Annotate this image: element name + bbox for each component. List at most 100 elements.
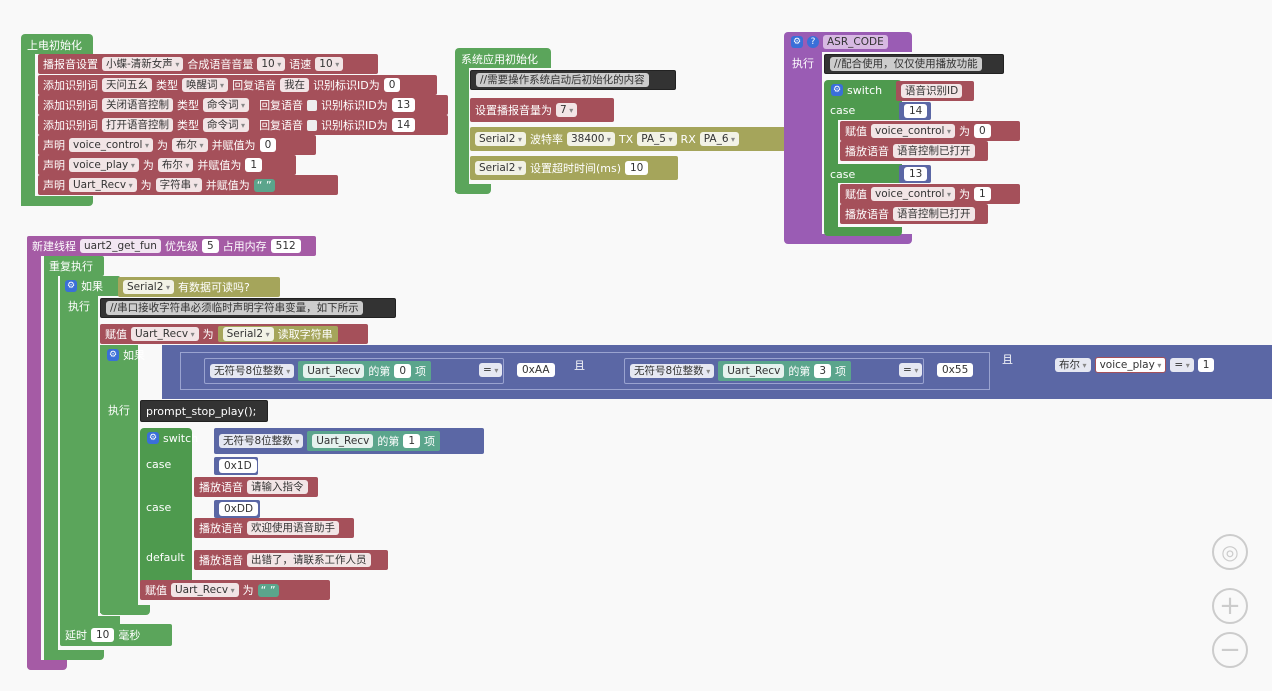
asr-assign-row-1[interactable]: 赋值 voice_control 为 0	[840, 121, 1020, 141]
id-field[interactable]: 14	[391, 118, 416, 132]
init-block-body	[21, 50, 35, 206]
voice-select[interactable]: 小蝶-清新女声	[102, 57, 184, 71]
play-row-default[interactable]: 播放语音 出错了，请联系工作人员	[194, 550, 388, 570]
serial-timeout-row[interactable]: Serial2 设置超时时间(ms) 10	[470, 156, 678, 180]
minus-icon[interactable]: −	[1212, 632, 1248, 668]
init-title: 上电初始化	[27, 39, 82, 52]
repeat-header: 重复执行	[44, 256, 104, 276]
init-block-foot	[21, 196, 93, 206]
type-select[interactable]: 命令词	[203, 118, 250, 132]
volume-value[interactable]: 7	[556, 103, 578, 117]
assign-read-row[interactable]: 赋值 Uart_Recv 为 Serial2 读取字符串	[100, 324, 368, 344]
var-select[interactable]: Uart_Recv	[69, 178, 137, 192]
tx-select[interactable]: PA_5	[637, 132, 677, 146]
serial-comment[interactable]: //串口接收字符串必须临时声明字符串变量，如下所示	[100, 298, 396, 318]
switch-header: ⚙ switch	[147, 431, 199, 445]
if-block[interactable]	[60, 276, 98, 628]
asr-comment[interactable]: //配合使用，仅仅使用播放功能	[824, 54, 1004, 74]
id-field[interactable]: 0	[383, 78, 401, 92]
thread-name[interactable]: uart2_get_fun	[80, 239, 161, 253]
asr-play-row-1[interactable]: 播放语音 语音控制已打开	[840, 141, 988, 161]
app-block-foot	[455, 184, 491, 194]
reply-field[interactable]	[307, 119, 318, 131]
id-field[interactable]: 13	[391, 98, 416, 112]
cond-byte-0[interactable]: 无符号8位整数 Uart_Recv 的第 0 项	[204, 358, 504, 384]
mem-field[interactable]: 512	[270, 239, 301, 253]
help-icon[interactable]: ?	[807, 36, 819, 48]
priority-field[interactable]: 5	[201, 239, 219, 253]
delay-row[interactable]: 延时 10 毫秒	[60, 624, 172, 646]
switch-default: default	[146, 551, 185, 564]
volume-select[interactable]: 10	[257, 57, 286, 71]
set-volume-row[interactable]: 设置播报音量为 7	[470, 98, 614, 122]
play-row-2[interactable]: 播放语音 欢迎使用语音助手	[194, 518, 354, 538]
asr-case-1-value[interactable]: 14	[899, 102, 931, 120]
app-title: 系统应用初始化	[461, 53, 538, 66]
cond-eq-2: =	[894, 360, 927, 380]
crosshair-icon[interactable]: ◎	[1212, 534, 1248, 570]
add-word-row-1[interactable]: 添加识别词 天问五幺 类型 唤醒词 回复语音 我在 识别标识ID为 0	[38, 75, 437, 95]
app-comment[interactable]: //需要操作系统启动后初始化的内容	[470, 70, 676, 90]
thread-block[interactable]	[27, 236, 41, 670]
type-select[interactable]: 字符串	[155, 178, 202, 192]
asr-switch-value[interactable]: 语音识别ID	[896, 81, 974, 101]
inner-if-header: ⚙ 如果	[107, 349, 145, 362]
type-select[interactable]: 唤醒词	[182, 78, 229, 92]
repeat-block[interactable]	[44, 256, 58, 660]
timeout-field[interactable]: 10	[625, 161, 649, 175]
asr-case-2-value[interactable]: 13	[899, 165, 931, 183]
if-header: ⚙ 如果	[60, 276, 120, 296]
reply-field[interactable]	[307, 99, 318, 111]
cond-byte-3[interactable]: 无符号8位整数 Uart_Recv 的第 3 项	[624, 358, 924, 384]
word-field[interactable]: 天问五幺	[102, 78, 152, 92]
serial-available[interactable]: Serial2 有数据可读吗?	[118, 277, 280, 297]
var-select[interactable]: voice_control	[69, 138, 153, 152]
type-select[interactable]: 命令词	[203, 98, 250, 112]
declare-row-2[interactable]: 声明 voice_play 为 布尔 并赋值为 1	[38, 155, 296, 175]
prompt-stop-row[interactable]: prompt_stop_play();	[140, 400, 268, 422]
gear-icon[interactable]: ⚙	[65, 280, 77, 292]
asr-case-2: case	[830, 168, 856, 181]
cond-bool[interactable]: 布尔 voice_play = 1	[1050, 354, 1272, 376]
play-row-1[interactable]: 播放语音 请输入指令	[194, 477, 318, 497]
switch-block[interactable]	[140, 428, 192, 600]
var-select[interactable]: voice_play	[69, 158, 139, 172]
gear-icon[interactable]: ⚙	[831, 84, 843, 96]
type-select[interactable]: 布尔	[172, 138, 208, 152]
serial-select[interactable]: Serial2	[475, 161, 526, 175]
serial-init-row[interactable]: Serial2 波特率 38400 TX PA_5 RX PA_6	[470, 127, 786, 151]
tts-setting-row[interactable]: 播报音设置 小蝶-清新女声 合成语音音量 10 语速 10	[38, 54, 378, 74]
switch-byte[interactable]: 无符号8位整数 Uart_Recv 的第 1 项	[214, 428, 484, 454]
gear-icon[interactable]: ⚙	[107, 349, 119, 361]
switch-case-1-value[interactable]: 0x1D	[214, 457, 258, 475]
plus-icon[interactable]: +	[1212, 588, 1248, 624]
inner-if-block[interactable]	[100, 345, 138, 613]
reply-field[interactable]: 我在	[280, 78, 310, 92]
init-hat-block[interactable]: 上电初始化	[21, 34, 93, 54]
speed-select[interactable]: 10	[315, 57, 344, 71]
app-hat-block[interactable]: 系统应用初始化	[455, 48, 551, 68]
switch-case-2-value[interactable]: 0xDD	[214, 500, 260, 518]
value-field[interactable]: 0	[259, 138, 277, 152]
gear-icon[interactable]: ⚙	[147, 432, 159, 444]
string-field[interactable]: “ ”	[253, 178, 275, 192]
serial-select[interactable]: Serial2	[475, 132, 526, 146]
rx-select[interactable]: PA_6	[699, 132, 740, 146]
function-name[interactable]: ASR_CODE	[823, 35, 888, 49]
add-word-row-2[interactable]: 添加识别词 关闭语音控制 类型 命令词 回复语音 识别标识ID为 13	[38, 95, 448, 115]
reset-assign-row[interactable]: 赋值 Uart_Recv 为 “ ”	[140, 580, 330, 600]
thread-header[interactable]: 新建线程 uart2_get_fun 优先级 5 占用内存 512	[27, 236, 316, 256]
asr-assign-row-2[interactable]: 赋值 voice_control 为 1	[840, 184, 1020, 204]
value-field[interactable]: 1	[245, 158, 263, 172]
baud-select[interactable]: 38400	[566, 132, 615, 146]
asr-play-row-2[interactable]: 播放语音 语音控制已打开	[840, 204, 988, 224]
declare-row-3[interactable]: 声明 Uart_Recv 为 字符串 并赋值为 “ ”	[38, 175, 338, 195]
add-word-row-3[interactable]: 添加识别词 打开语音控制 类型 命令词 回复语音 识别标识ID为 14	[38, 115, 448, 135]
condition-group-1	[180, 352, 990, 390]
word-field[interactable]: 打开语音控制	[102, 118, 173, 132]
gear-icon[interactable]: ⚙	[791, 36, 803, 48]
inner-if-foot	[100, 605, 150, 615]
word-field[interactable]: 关闭语音控制	[102, 98, 173, 112]
declare-row-1[interactable]: 声明 voice_control 为 布尔 并赋值为 0	[38, 135, 316, 155]
type-select[interactable]: 布尔	[157, 158, 194, 172]
